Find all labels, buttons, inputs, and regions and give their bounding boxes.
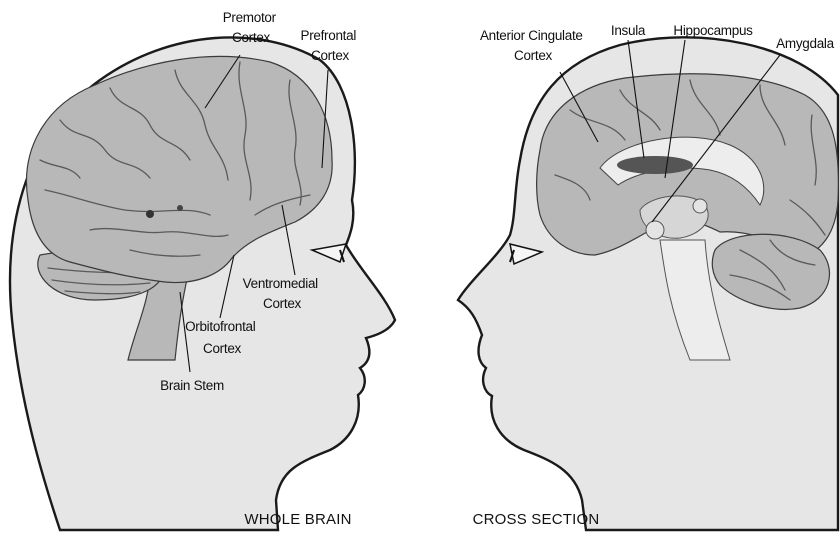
label-brain-stem: Brain Stem xyxy=(160,378,224,393)
caption-cross-section: CROSS SECTION xyxy=(473,511,600,528)
caption-whole-brain: WHOLE BRAIN xyxy=(244,511,351,528)
cross-section-panel: Anterior Cingulate Cortex Insula Hippoca… xyxy=(458,23,838,530)
label-hippocampus: Hippocampus xyxy=(673,23,753,38)
label-anterior-cingulate-line1: Anterior Cingulate xyxy=(480,28,583,43)
label-orbitofrontal-line2: Cortex xyxy=(203,341,242,356)
label-premotor-cortex: Premotor Cortex xyxy=(223,10,280,45)
label-ventromedial-line1: Ventromedial xyxy=(243,276,318,291)
label-prefrontal-line2: Cortex xyxy=(311,48,350,63)
label-premotor-line2: Cortex xyxy=(232,30,271,45)
label-premotor-line1: Premotor xyxy=(223,10,277,25)
label-ventromedial-line2: Cortex xyxy=(263,296,302,311)
label-anterior-cingulate-cortex: Anterior Cingulate Cortex xyxy=(480,28,586,63)
label-insula: Insula xyxy=(611,23,646,38)
label-orbitofrontal-line1: Orbitofrontal xyxy=(185,319,256,334)
label-prefrontal-line1: Prefrontal xyxy=(301,28,357,43)
label-amygdala: Amygdala xyxy=(776,36,834,51)
whole-brain-panel: Premotor Cortex Prefrontal Cortex Ventro… xyxy=(10,10,395,530)
label-anterior-cingulate-line2: Cortex xyxy=(514,48,553,63)
insula-region xyxy=(617,156,693,174)
